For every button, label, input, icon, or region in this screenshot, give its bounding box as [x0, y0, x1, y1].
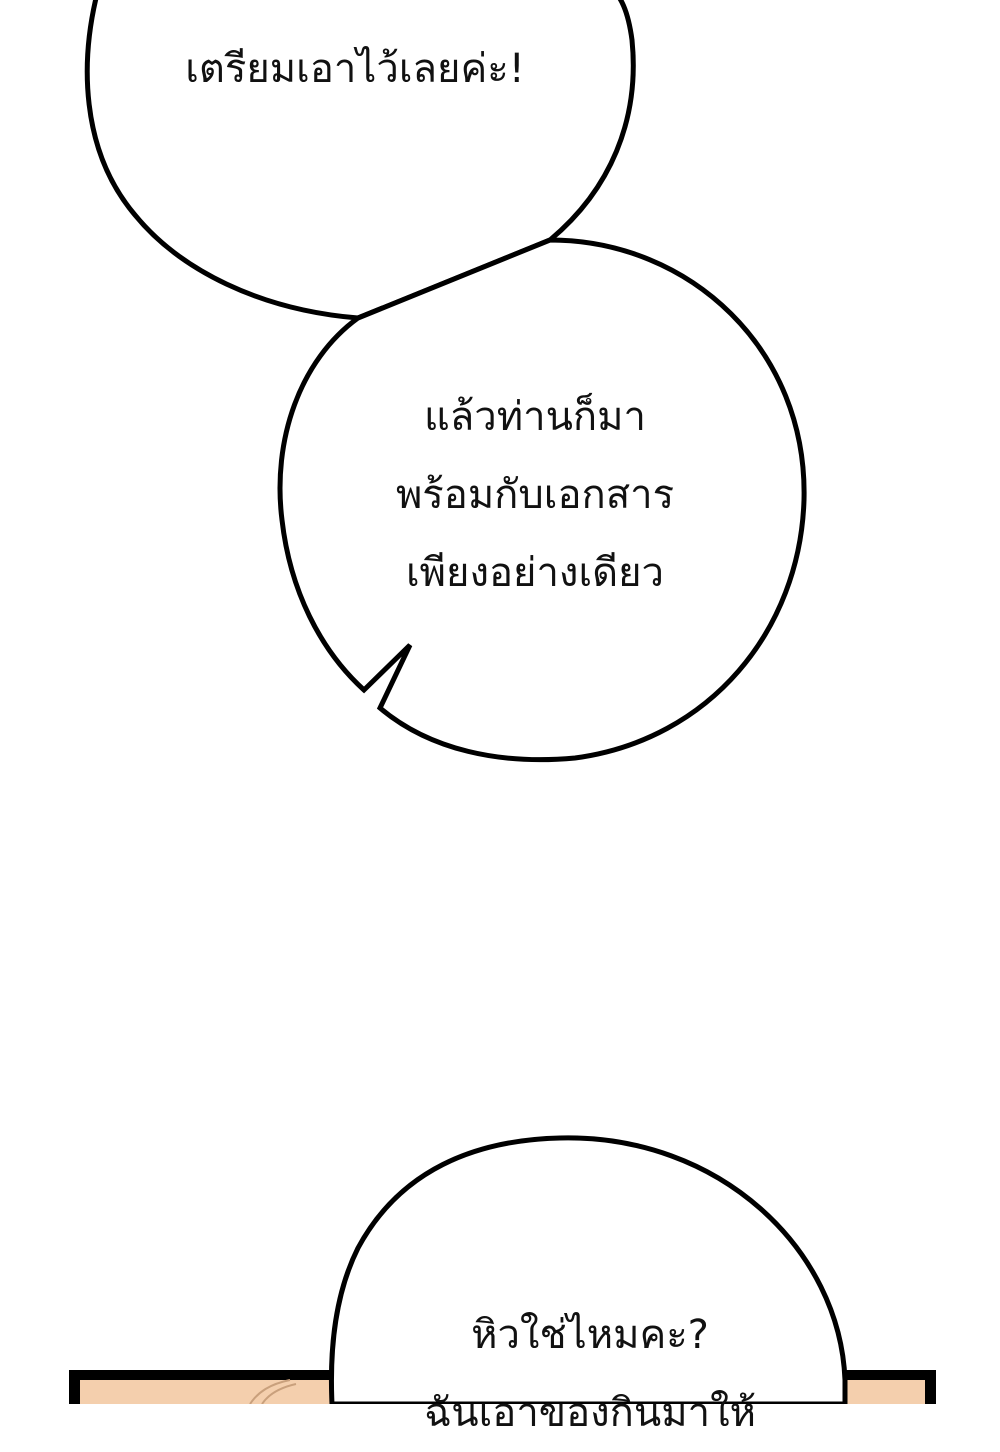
speech-bubble-1: [84, 0, 636, 321]
speech-bubble-2: [277, 237, 807, 763]
speech-bubble-3-text: หิวใช่ไหมคะ? ฉันเอาของกินมาให้: [355, 1296, 825, 1452]
speech-bubble-1-text: เตรียมเอาไว้เลยค่ะ!: [120, 0, 590, 108]
speech-bubble-3: [328, 1135, 848, 1404]
speech-bubble-2-text: แล้วท่านก็มา พร้อมกับเอกสาร เพียงอย่างเด…: [300, 378, 770, 612]
speech-bubble-1-line-2: เตรียมเอาไว้เลยค่ะ!: [185, 46, 525, 92]
speech-bubble-1-line-1: [120, 0, 590, 30]
comic-artwork: [69, 0, 936, 1404]
speech-bubble-2-line-2: พร้อมกับเอกสาร: [395, 472, 675, 518]
speech-bubble-2-line-1: แล้วท่านก็มา: [424, 394, 646, 440]
bottom-panel-hair-lines: [249, 1379, 297, 1404]
speech-bubble-3-line-2: ฉันเอาของกินมาให้: [424, 1390, 756, 1436]
speech-bubble-3-line-1: หิวใช่ไหมคะ?: [471, 1312, 709, 1358]
speech-bubble-2-line-3: เพียงอย่างเดียว: [405, 550, 664, 596]
